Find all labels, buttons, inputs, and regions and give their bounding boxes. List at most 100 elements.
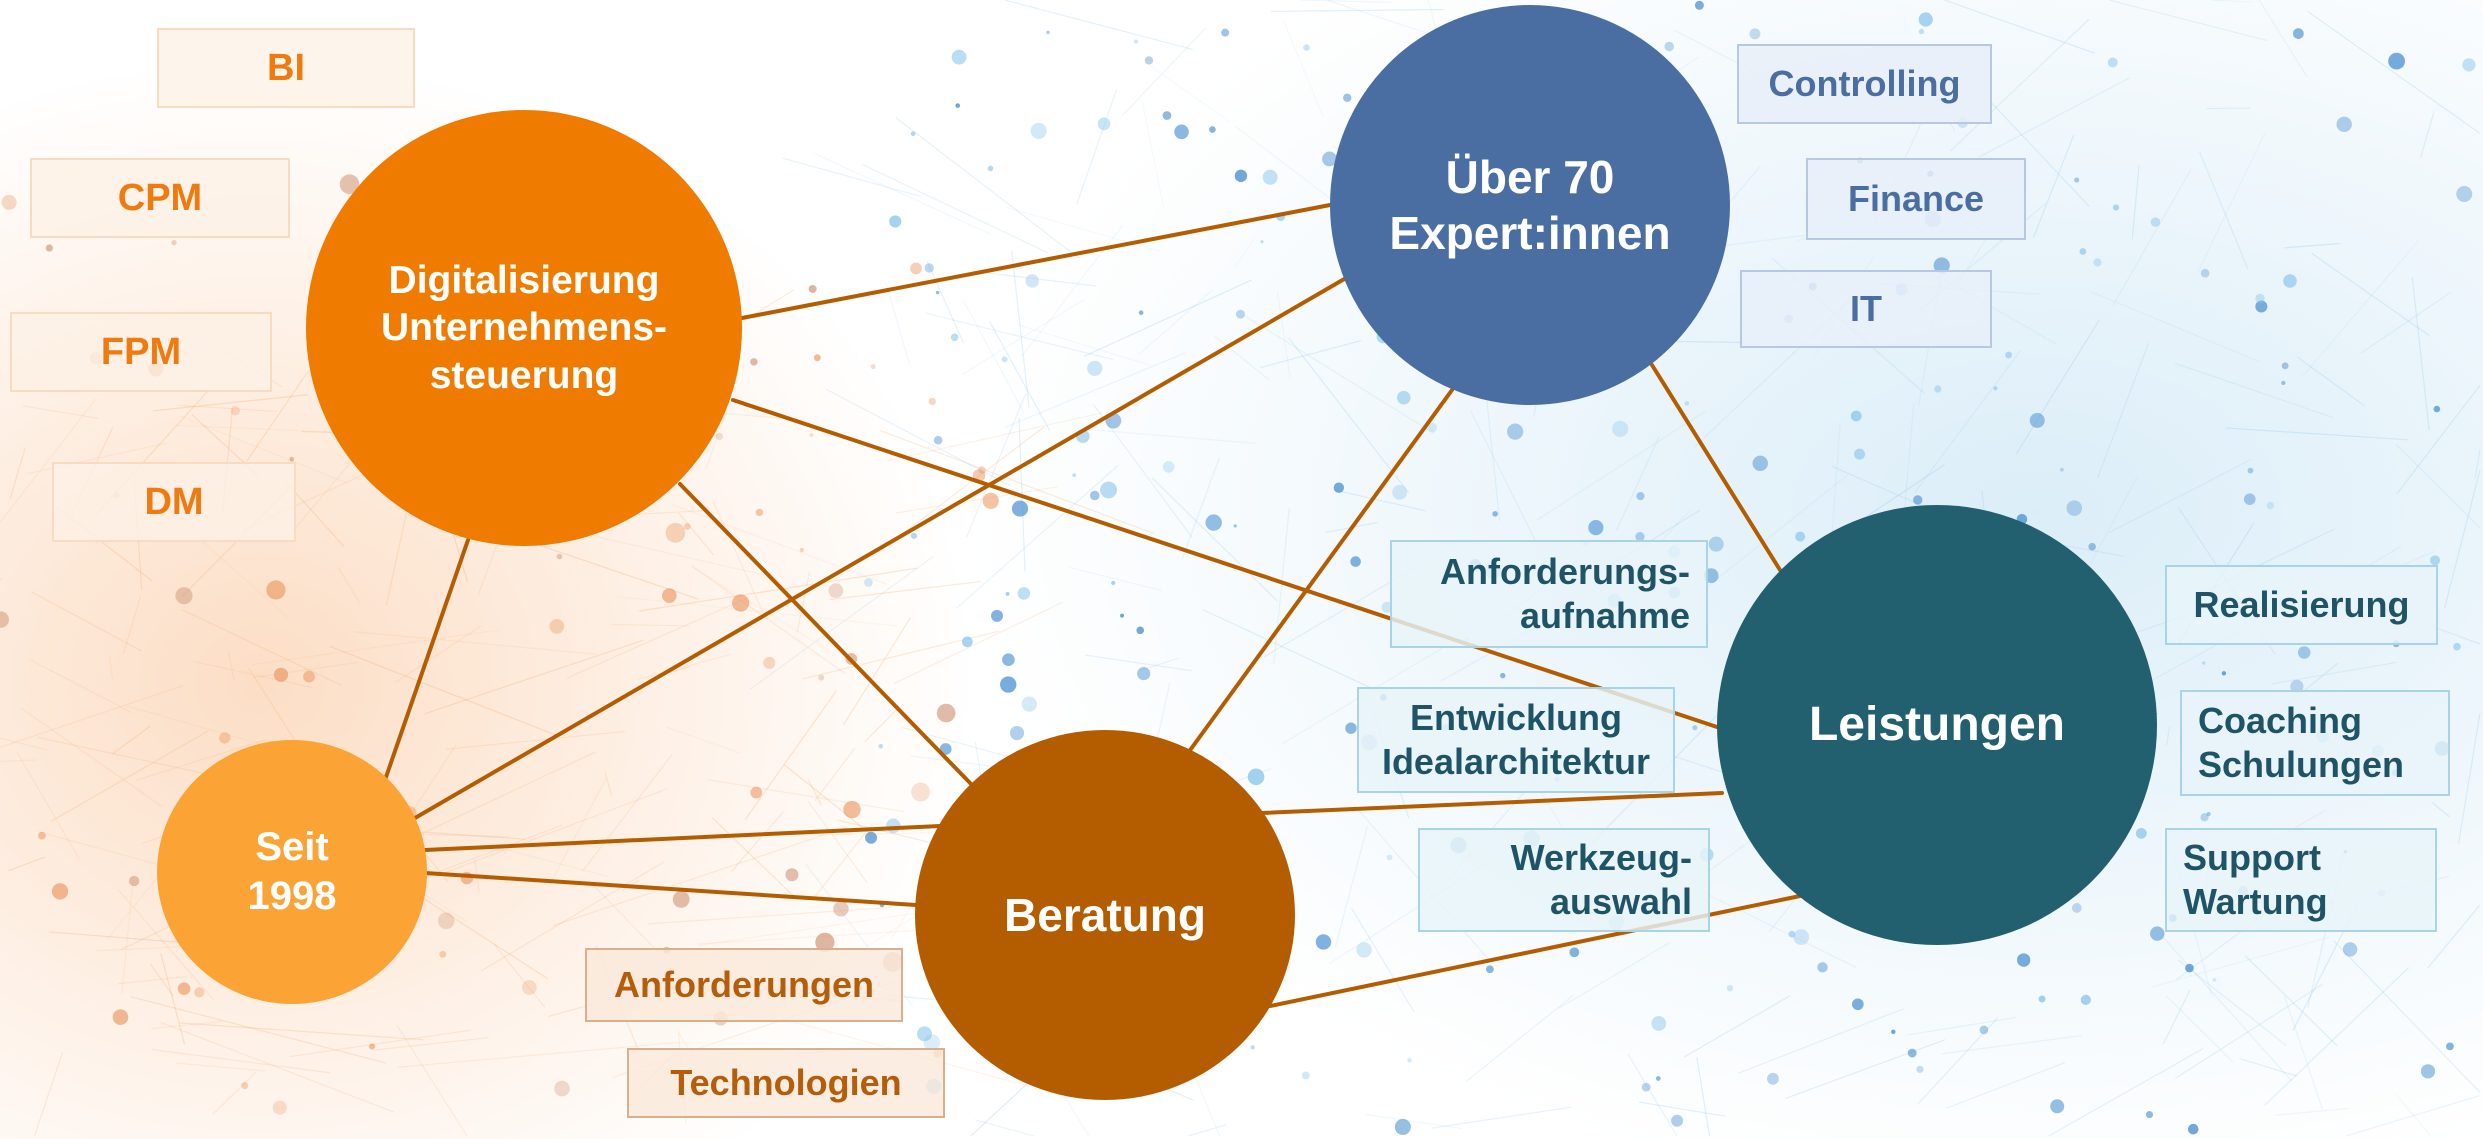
bg-line	[2283, 995, 2323, 1110]
tag-dm: DM	[52, 462, 296, 542]
bg-line	[1084, 279, 1252, 357]
bg-line	[2162, 936, 2293, 1082]
bg-dot	[2281, 362, 2289, 370]
bg-dot	[1111, 580, 1116, 586]
bg-dot	[683, 523, 691, 530]
bg-line	[397, 1041, 679, 1068]
bg-line	[1069, 566, 1163, 592]
bg-dot	[2005, 351, 2013, 359]
bg-dot	[1233, 524, 1237, 528]
bg-dot	[1250, 1045, 1255, 1050]
bg-dot	[1817, 962, 1828, 973]
bg-dot	[2074, 177, 2080, 183]
bg-dot	[1205, 514, 1222, 531]
tag-entwicklung: Entwicklung Idealarchitektur	[1357, 687, 1675, 793]
tag-cpm-label: CPM	[117, 176, 203, 219]
bg-line	[1431, 1106, 1572, 1129]
bg-dot	[864, 578, 873, 587]
bg-line	[582, 753, 674, 872]
bg-line	[926, 260, 965, 344]
bg-dot	[2016, 953, 2031, 967]
bg-line	[121, 878, 134, 995]
bg-dot	[815, 932, 835, 952]
bg-line	[604, 771, 613, 797]
bg-dot	[1486, 965, 1494, 974]
bg-dot	[241, 1082, 249, 1090]
bg-dot	[662, 588, 677, 603]
bg-line	[2108, 0, 2268, 42]
tag-it: IT	[1740, 270, 1992, 348]
bg-line	[330, 645, 560, 738]
circle-leistungen-label: Leistungen	[1808, 697, 2065, 751]
bg-dot	[917, 1026, 933, 1042]
bg-dot	[1507, 423, 1524, 440]
tag-fpm-label: FPM	[100, 330, 182, 373]
bg-line	[245, 370, 309, 462]
connector-digitalisierung-seit	[383, 538, 470, 782]
bg-dot	[1025, 274, 1040, 288]
bg-dot	[128, 875, 140, 887]
bg-dot	[2200, 813, 2209, 822]
bg-line	[149, 963, 174, 997]
bg-dot	[1396, 390, 1411, 405]
bg-dot	[369, 1043, 376, 1050]
bg-line	[639, 567, 917, 612]
bg-dot	[2221, 671, 2227, 676]
bg-dot	[843, 800, 861, 819]
bg-line	[705, 396, 732, 470]
bg-dot	[2079, 248, 2087, 255]
tag-entwicklung-label: Entwicklung Idealarchitektur	[1381, 697, 1651, 782]
bg-line	[2264, 967, 2410, 1106]
bg-dot	[521, 980, 537, 995]
bg-line	[1270, 8, 1445, 12]
bg-line	[372, 1037, 489, 1051]
bg-line	[396, 1024, 468, 1137]
tag-anforderungen: Anforderungen	[585, 948, 903, 1022]
bg-dot	[2066, 500, 2083, 516]
tag-finance-label: Finance	[1847, 178, 1985, 220]
bg-dot	[978, 466, 986, 474]
bg-dot	[303, 670, 315, 683]
bg-line	[176, 1062, 266, 1072]
tag-realisierung-label: Realisierung	[2193, 584, 2410, 626]
bg-line	[2301, 240, 2419, 377]
bg-line	[252, 661, 359, 679]
bg-line	[301, 430, 337, 434]
bg-dot	[889, 215, 902, 228]
bg-line	[1138, 290, 1213, 356]
bg-line	[2360, 291, 2452, 354]
bg-dot	[1235, 309, 1245, 319]
bg-line	[971, 270, 1096, 287]
bg-line	[227, 650, 235, 681]
bg-line	[886, 412, 1103, 462]
bg-dot	[1120, 613, 1125, 618]
bg-dot	[1793, 929, 1810, 945]
bg-line	[493, 943, 546, 1008]
bg-dot	[219, 732, 231, 744]
bg-dot	[556, 553, 563, 560]
circle-leistungen: Leistungen	[1717, 505, 2157, 945]
bg-line	[446, 730, 626, 750]
bg-dot	[2185, 963, 2194, 973]
bg-line	[956, 464, 1120, 609]
bg-line	[193, 660, 314, 689]
bg-line	[159, 1021, 394, 1113]
tag-coaching-label: Coaching Schulungen	[2198, 700, 2404, 785]
bg-dot	[2135, 827, 2147, 839]
tag-coaching: Coaching Schulungen	[2180, 690, 2450, 796]
bg-dot	[2255, 300, 2268, 313]
bg-line	[885, 281, 910, 364]
bg-dot	[2433, 405, 2441, 413]
bg-line	[813, 823, 873, 899]
bg-dot	[112, 1009, 129, 1025]
connector-digitalisierung-leistungen	[731, 398, 1722, 730]
bg-dot	[1694, 0, 1704, 10]
bg-dot	[1072, 473, 1077, 478]
bg-line	[424, 639, 644, 715]
bg-line	[1737, 1007, 1905, 1075]
bg-line	[1484, 384, 1501, 521]
bg-line	[1011, 250, 1030, 408]
bg-line	[1214, 335, 1270, 381]
tag-bi-label: BI	[267, 46, 305, 89]
bg-dot	[2029, 412, 2045, 428]
